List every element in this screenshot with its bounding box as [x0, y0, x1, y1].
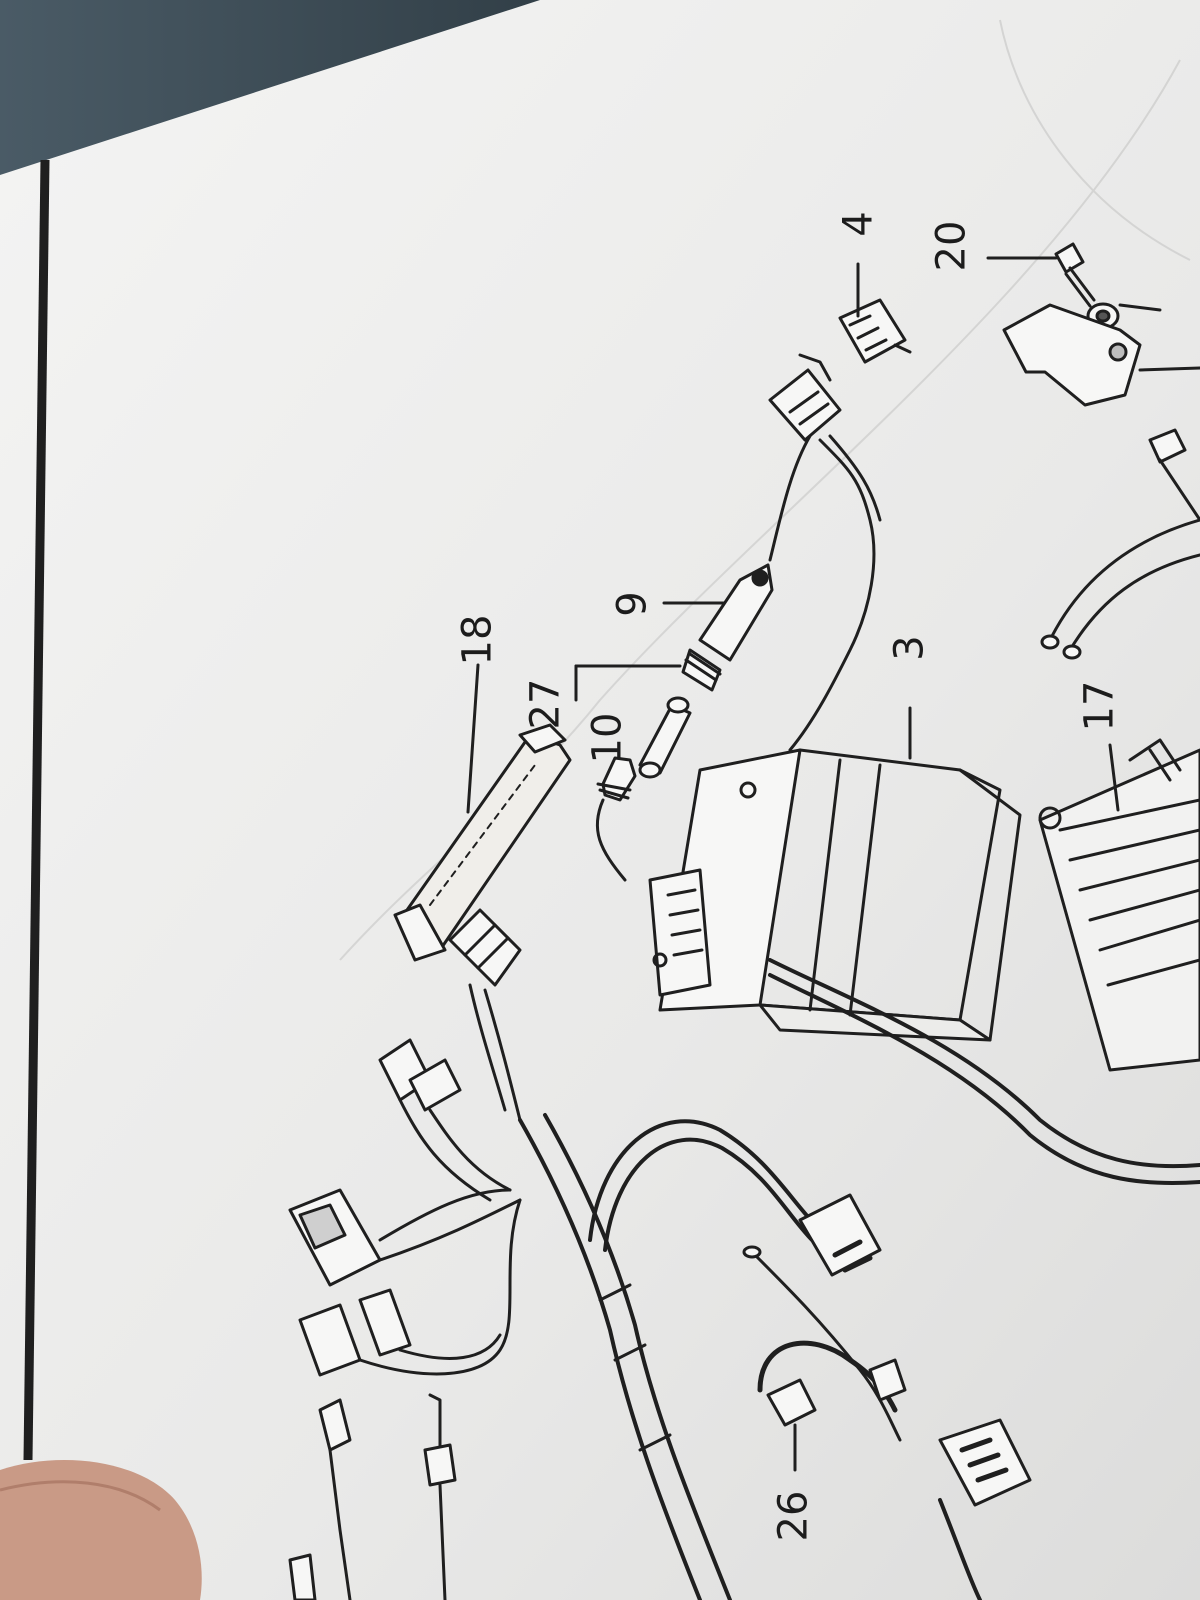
- callout-9: 9: [609, 591, 656, 617]
- connector-part-4: [838, 298, 912, 364]
- border-line: [23, 159, 50, 1461]
- connector-housing-upper: [768, 353, 842, 442]
- connector-cluster-strip: [448, 908, 522, 1122]
- connector-group-left: [288, 1038, 522, 1377]
- control-box-part-3: [648, 748, 1022, 1042]
- main-cable: [768, 958, 1200, 1169]
- callout-17: 17: [1076, 680, 1123, 732]
- callout-10: 10: [584, 712, 631, 764]
- thumb: [0, 1460, 202, 1600]
- loop-cable: [588, 1119, 822, 1242]
- harness-trunk: [518, 1118, 702, 1600]
- strip-part-18: [393, 723, 572, 962]
- harness-drawing: [288, 242, 1200, 1600]
- clamp-part-26: [757, 1340, 907, 1427]
- connector-bottom-right: [938, 1418, 1032, 1600]
- callout-18: 18: [454, 614, 501, 666]
- regulator-part-17: [1038, 738, 1200, 1072]
- fuse-holder-part-9: [681, 563, 774, 692]
- wire-main-upper: [788, 438, 876, 752]
- fuse-part-27: [638, 696, 692, 779]
- connector-loop: [798, 1193, 882, 1277]
- callout-27: 27: [522, 678, 569, 730]
- callout-20: 20: [928, 220, 975, 272]
- terminals-bottom-left: [288, 1393, 457, 1600]
- leader-18: [466, 663, 480, 814]
- cap-part-10: [595, 756, 637, 882]
- callout-26: 26: [770, 1490, 817, 1542]
- callout-4: 4: [835, 211, 882, 237]
- screw-part-20: [1054, 242, 1096, 308]
- callout-3: 3: [886, 635, 933, 661]
- bracket-part: [1002, 303, 1200, 407]
- leader-17: [1108, 743, 1120, 812]
- wire-reg-1: [1048, 518, 1200, 642]
